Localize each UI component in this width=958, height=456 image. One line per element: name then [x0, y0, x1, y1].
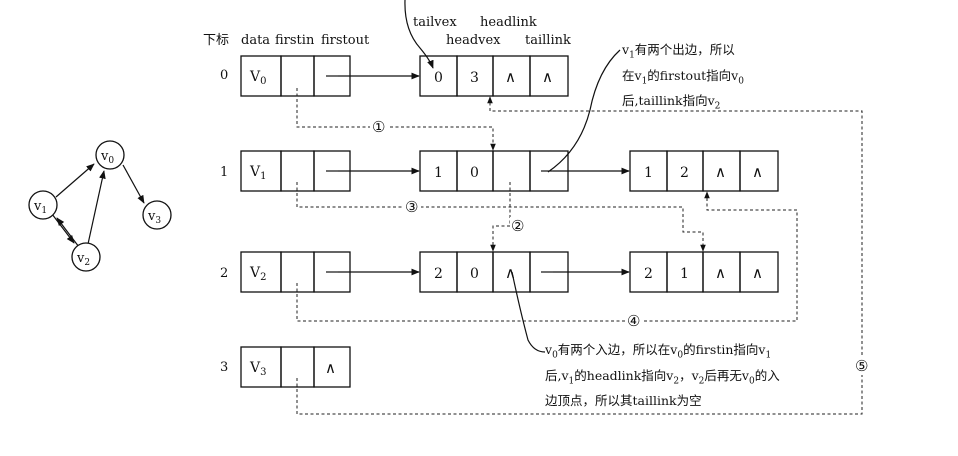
- arc-node-1-0: 1 0: [419, 150, 569, 192]
- header-headvex-label: headvex: [446, 33, 501, 48]
- arc-headvex-value: 0: [470, 165, 479, 181]
- label-bg: [370, 118, 388, 136]
- graph-edge-v2-v1: [56, 217, 80, 248]
- arc-headvex-value: 1: [680, 266, 689, 282]
- circled-label-2: ②: [511, 217, 524, 235]
- tailvex-pointer-line: [404, 0, 434, 69]
- vertex-index-3: 3: [220, 360, 228, 375]
- chain-5-line: [296, 96, 863, 415]
- header-tailvex-label: tailvex: [413, 15, 457, 30]
- graph-node-v2: [71, 242, 101, 272]
- null-symbol: ∧: [752, 264, 763, 282]
- chain-3-line: [296, 182, 706, 252]
- null-symbol: ∧: [715, 163, 726, 181]
- arc-tailvex-value: 0: [434, 70, 443, 86]
- header-data-label: data: [241, 33, 270, 48]
- vertex-name: V3: [249, 360, 267, 378]
- arc-tailvex-value: 2: [644, 266, 653, 282]
- note-bottom-line-2: 后,v1的headlink指向v2，v2后再无v0的入: [545, 367, 780, 387]
- arc-headlink-cell: [492, 150, 531, 192]
- vertex-row-2: V2: [240, 251, 351, 293]
- vertex-index-0: 0: [220, 68, 228, 83]
- vertex-row-0: V0: [240, 55, 351, 97]
- label-bg: [853, 357, 871, 375]
- null-symbol: ∧: [542, 68, 553, 86]
- note-top-line-2: 在v1的firstout指向v0: [622, 67, 744, 87]
- graph-edge-v2-v0: [87, 170, 106, 245]
- vertex-name: V1: [249, 164, 267, 182]
- graph-node-label-v2: v2: [76, 251, 90, 268]
- chain-1-line: [296, 88, 496, 151]
- circled-label-1: ①: [372, 118, 385, 136]
- arc-taillink-cell: [739, 150, 779, 192]
- arc-node-1-2: 1 2 ∧ ∧: [629, 150, 779, 192]
- circled-label-3: ③: [405, 198, 418, 216]
- graph-node-label-v1: v1: [33, 199, 47, 216]
- arc-headvex-value: 2: [680, 165, 689, 181]
- graph-edge-v0-v3: [122, 164, 145, 204]
- note-bottom-line-1: v0有两个入边，所以在v0的firstin指向v1: [545, 342, 772, 361]
- null-symbol: ∧: [752, 163, 763, 181]
- arc-tailvex-value: 2: [434, 266, 443, 282]
- arc-node-2-0: 2 0 ∧: [419, 251, 569, 293]
- graph-node-v1: [28, 190, 58, 220]
- arc-node-0-3: 0 3 ∧ ∧: [419, 55, 569, 97]
- header-headlink-label: headlink: [480, 15, 537, 30]
- note-top: v1有两个出边，所以 在v1的firstout指向v0 后,taillink指向…: [622, 40, 744, 117]
- chain-2-line: [490, 182, 511, 252]
- graph-node-label-v3: v3: [147, 209, 161, 226]
- null-symbol: ∧: [505, 68, 516, 86]
- note-bottom-callout-line: [511, 271, 546, 353]
- arc-taillink-cell: [529, 55, 569, 97]
- chain-4-line: [296, 191, 798, 322]
- note-top-line-1: v1有两个出边，所以: [622, 42, 735, 61]
- label-bg: [625, 312, 643, 330]
- circled-label-5: ⑤: [855, 357, 868, 375]
- note-bottom-line-3: 边顶点，所以其taillink为空: [545, 393, 702, 408]
- vertex-firstout-cell: [313, 346, 351, 388]
- directed-graph: v0 v1 v2 v3: [28, 140, 172, 272]
- graph-node-v0: [95, 140, 125, 170]
- graph-edge-v1-v2: [51, 213, 75, 244]
- arc-node-2-1: 2 1 ∧ ∧: [629, 251, 779, 293]
- vertex-index-1: 1: [220, 165, 228, 180]
- label-bg: [510, 217, 528, 235]
- null-symbol: ∧: [505, 264, 516, 282]
- note-top-callout-line: [547, 49, 621, 173]
- graph-edge-v1-v0: [55, 163, 95, 198]
- vertex-name: V2: [249, 265, 267, 283]
- header-firstout-label: firstout: [321, 33, 370, 48]
- header-taillink-label: taillink: [525, 33, 571, 48]
- null-symbol: ∧: [715, 264, 726, 282]
- arc-headvex-value: 0: [470, 266, 479, 282]
- header-index-label: 下标: [203, 33, 229, 48]
- null-symbol: ∧: [325, 359, 336, 377]
- vertex-row-1: V1: [240, 150, 351, 192]
- vertex-row-3: V3 ∧: [240, 346, 351, 388]
- label-bg: [403, 198, 421, 216]
- header-firstin-label: firstin: [275, 33, 315, 48]
- vertex-name: V0: [249, 69, 267, 87]
- vertex-index-2: 2: [220, 266, 228, 281]
- circled-label-4: ④: [627, 312, 640, 330]
- arc-headvex-value: 3: [470, 70, 479, 86]
- note-bottom: v0有两个入边，所以在v0的firstin指向v1 后,v1的headlink指…: [545, 340, 780, 411]
- arc-tailvex-value: 1: [644, 165, 653, 181]
- arc-tailvex-value: 1: [434, 165, 443, 181]
- arc-taillink-cell: [739, 251, 779, 293]
- note-top-line-3: 后,taillink指向v2: [622, 93, 721, 112]
- graph-node-v3: [142, 200, 172, 230]
- graph-node-label-v0: v0: [100, 149, 114, 166]
